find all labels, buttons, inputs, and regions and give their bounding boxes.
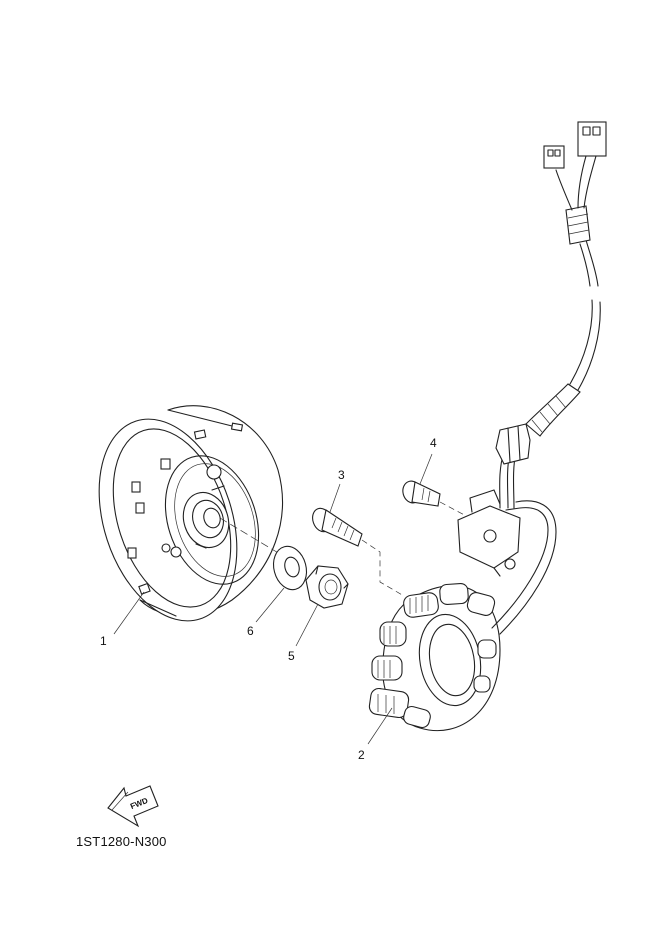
callout-5: 5	[288, 649, 295, 663]
pickup-coil	[457, 489, 521, 577]
rotor-assembly	[98, 405, 291, 622]
callout-4: 4	[430, 436, 437, 450]
leader-lines	[113, 453, 433, 745]
bolt-stator	[312, 507, 405, 597]
callout-2: 2	[358, 748, 365, 762]
callout-6: 6	[247, 624, 254, 638]
rotor-slots	[127, 422, 244, 595]
wire-harness	[491, 121, 607, 635]
stator-assembly	[368, 582, 501, 732]
callout-1: 1	[100, 634, 107, 648]
diagram-code: 1ST1280-N300	[76, 834, 167, 849]
fwd-arrow-icon	[107, 785, 159, 828]
connector-small	[543, 145, 565, 169]
stator-poles	[368, 582, 497, 729]
nut	[305, 565, 349, 609]
callout-3: 3	[338, 468, 345, 482]
rotor-outer-rim	[98, 418, 238, 622]
connector-large	[577, 121, 607, 157]
bolt-pickup	[402, 480, 471, 519]
washer	[272, 545, 308, 591]
